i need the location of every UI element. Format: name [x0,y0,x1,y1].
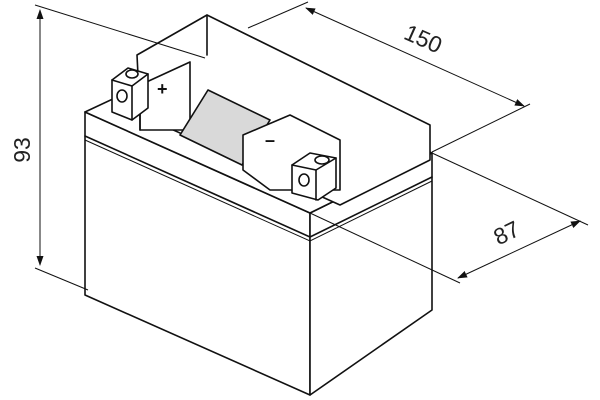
lid-band-line [84,135,433,238]
length-label: 150 [400,19,446,58]
length-extension-bottom [431,103,531,153]
length-extension-top [247,1,309,29]
width-extension-top [431,152,589,226]
positive-bolt-hole [116,89,128,103]
width-extension-bottom [309,212,461,284]
height-extension-bottom [34,267,89,291]
lid-band-line-inner [84,139,433,242]
height-extension-top [34,4,206,59]
positive-symbol: + [157,79,168,99]
negative-terminal: – [265,130,337,201]
negative-bolt-hole [298,173,310,187]
negative-symbol: – [265,130,275,150]
length-dimension-line [305,7,525,107]
width-label: 87 [489,216,523,251]
height-dimension: 93 [9,4,206,291]
positive-terminal: + [111,67,168,121]
height-label: 93 [9,137,35,163]
width-dimension-line [457,220,581,279]
positive-bolt-head [125,69,139,79]
negative-bolt-head [314,155,330,165]
